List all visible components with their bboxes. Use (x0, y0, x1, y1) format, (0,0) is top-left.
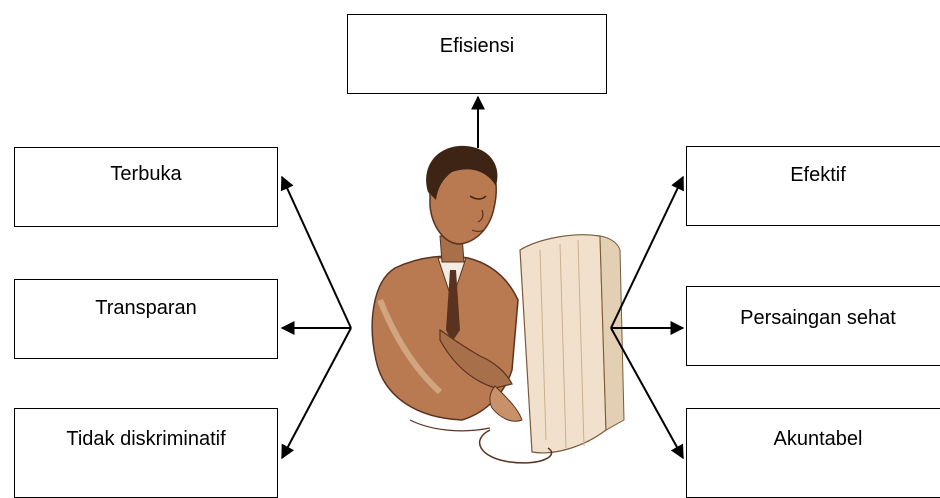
box-efisiensi: Efisiensi (347, 14, 607, 94)
box-terbuka: Terbuka (14, 147, 278, 227)
box-efektif: Efektif (686, 146, 940, 226)
arrow-to-terbuka (280, 175, 352, 329)
necktie (446, 270, 460, 342)
man-at-computer-illustration (371, 145, 625, 464)
label-efisiensi: Efisiensi (439, 35, 515, 57)
label-persaingan-sehat: Persaingan sehat (740, 307, 896, 329)
box-persaingan-sehat: Persaingan sehat (686, 286, 940, 366)
label-transparan: Transparan (95, 297, 197, 319)
arrow-to-efektif (610, 175, 684, 329)
label-akuntabel: Akuntabel (773, 428, 863, 450)
label-efektif: Efektif (790, 164, 846, 186)
man-hand (489, 385, 523, 422)
label-tidak-diskriminatif: Tidak diskriminatif (66, 428, 226, 450)
man-arm (439, 328, 513, 389)
box-transparan: Transparan (14, 279, 278, 359)
arrow-to-tidak-diskriminatif (281, 327, 352, 460)
label-terbuka: Terbuka (110, 163, 182, 185)
arrow-to-akuntabel (610, 327, 684, 460)
man-hair (426, 145, 498, 200)
